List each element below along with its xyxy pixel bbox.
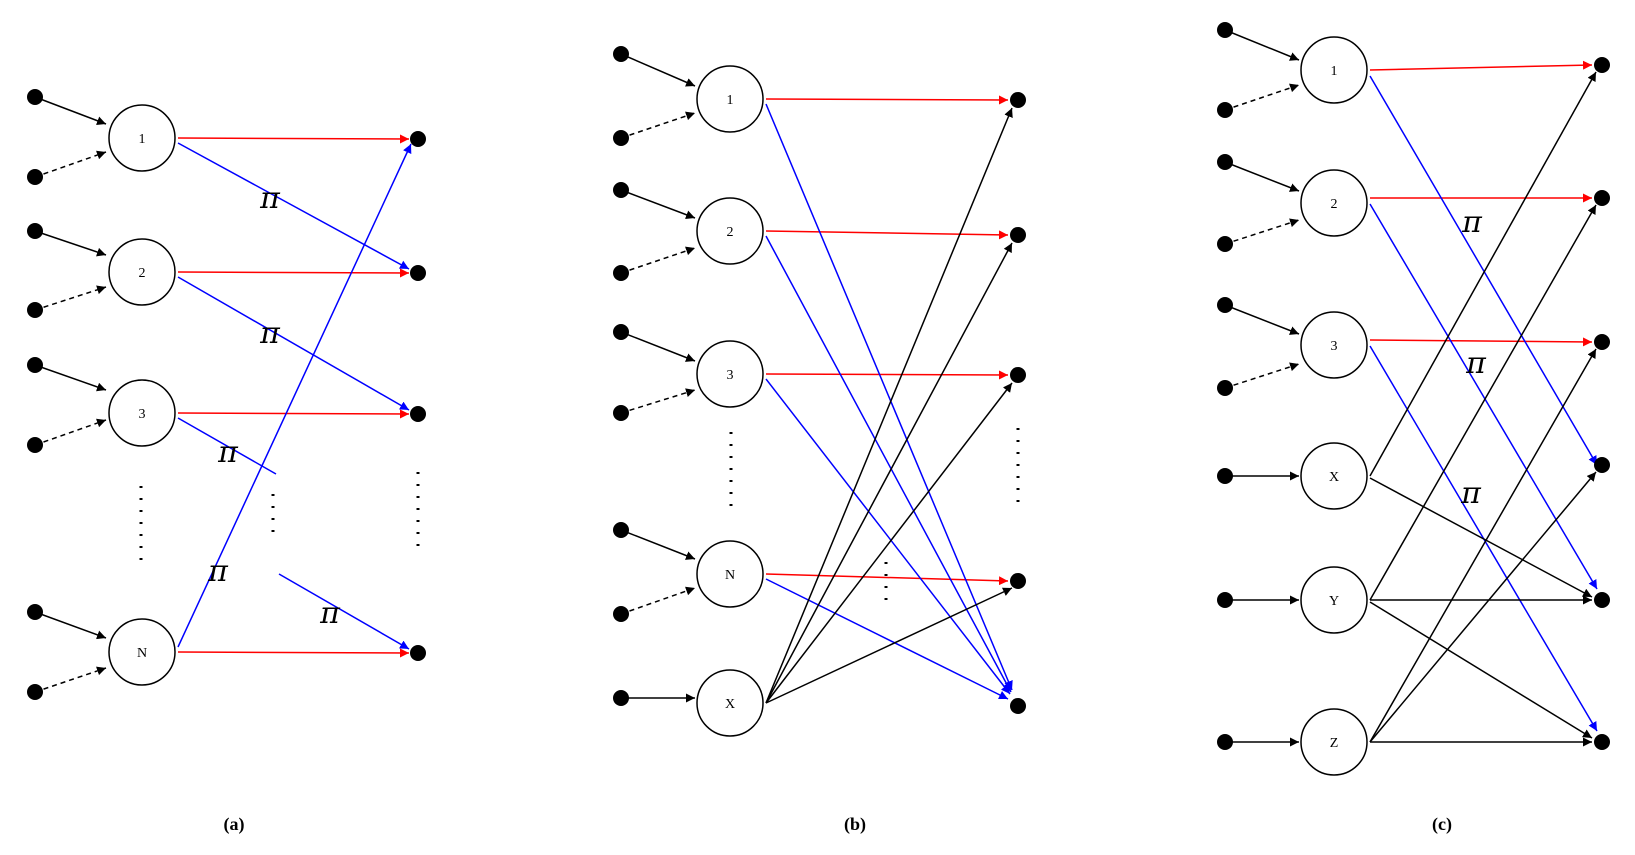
panel-b-node-label: 2 — [727, 225, 734, 240]
panel-a-source-dots — [27, 89, 43, 700]
panel-b-node-label: X — [725, 697, 735, 712]
panel-c-input-edges — [1224, 29, 1300, 747]
panel-a-ellipsis — [139, 472, 420, 570]
pi-label: π — [1461, 205, 1483, 240]
panel-a-nodes — [108, 104, 176, 686]
pi-label: π — [259, 316, 281, 351]
panel-b-source-dots — [613, 46, 629, 706]
pi-label: π — [207, 554, 229, 589]
panel-c-node-label: Y — [1329, 594, 1339, 609]
panel-a: 1 2 3 N π π π π π (a) — [27, 89, 426, 835]
panel-b-blue-edges — [765, 103, 1013, 700]
panel-c-sink-dots — [1594, 57, 1610, 750]
panel-b-nodes — [696, 65, 764, 737]
panel-b-node-labels: 1 2 3 N X — [725, 93, 735, 712]
panel-a-red-edges — [177, 134, 410, 658]
panel-b: 1 2 3 N X (b) — [613, 46, 1026, 835]
panel-c-source-dots — [1217, 22, 1233, 750]
panel-a-node-labels: 1 2 3 N — [137, 132, 147, 661]
panel-a-node-label: 1 — [139, 132, 146, 147]
pi-label: π — [1460, 476, 1482, 511]
panel-a-node-label: 3 — [139, 407, 146, 422]
panel-c-blue-edges — [1369, 75, 1598, 732]
panel-a-node-label: 2 — [139, 266, 146, 281]
panel-b-red-edges — [765, 95, 1009, 586]
panel-b-ellipsis — [729, 428, 1020, 610]
panel-a-blue-edges — [177, 142, 412, 650]
panel-b-node-label: N — [725, 568, 735, 583]
pi-label: π — [259, 181, 281, 216]
panel-c: 1 2 3 X Y Z π π π (c) — [1217, 22, 1610, 835]
panel-a-sink-dots — [410, 131, 426, 661]
panel-b-input-edges — [620, 53, 696, 703]
panel-c-node-labels: 1 2 3 X Y Z — [1329, 64, 1339, 751]
panel-b-node-label: 3 — [727, 368, 734, 383]
panel-c-node-label: 2 — [1331, 197, 1338, 212]
panel-b-sink-dots — [1010, 92, 1026, 714]
panel-c-node-label: 1 — [1331, 64, 1338, 79]
panel-c-nodes — [1300, 36, 1368, 776]
panel-c-red-edges — [1369, 60, 1593, 347]
panel-a-permutation-labels: π π π π π — [207, 181, 341, 631]
pi-label: π — [1465, 346, 1487, 381]
panel-b-caption: (b) — [844, 814, 866, 835]
panel-c-permutation-labels: π π π — [1460, 205, 1487, 511]
panel-a-node-label: N — [137, 646, 147, 661]
panel-a-caption: (a) — [224, 814, 245, 835]
panel-c-node-label: 3 — [1331, 339, 1338, 354]
panel-c-black-edges — [1369, 71, 1597, 747]
panel-c-caption: (c) — [1432, 814, 1452, 835]
panel-b-node-label: 1 — [727, 93, 734, 108]
panel-c-node-label: X — [1329, 470, 1339, 485]
panel-b-black-edges — [765, 107, 1013, 704]
panel-c-node-label: Z — [1330, 736, 1339, 751]
pi-label: π — [217, 435, 239, 470]
panel-a-input-edges — [34, 96, 107, 693]
pi-label: π — [319, 596, 341, 631]
